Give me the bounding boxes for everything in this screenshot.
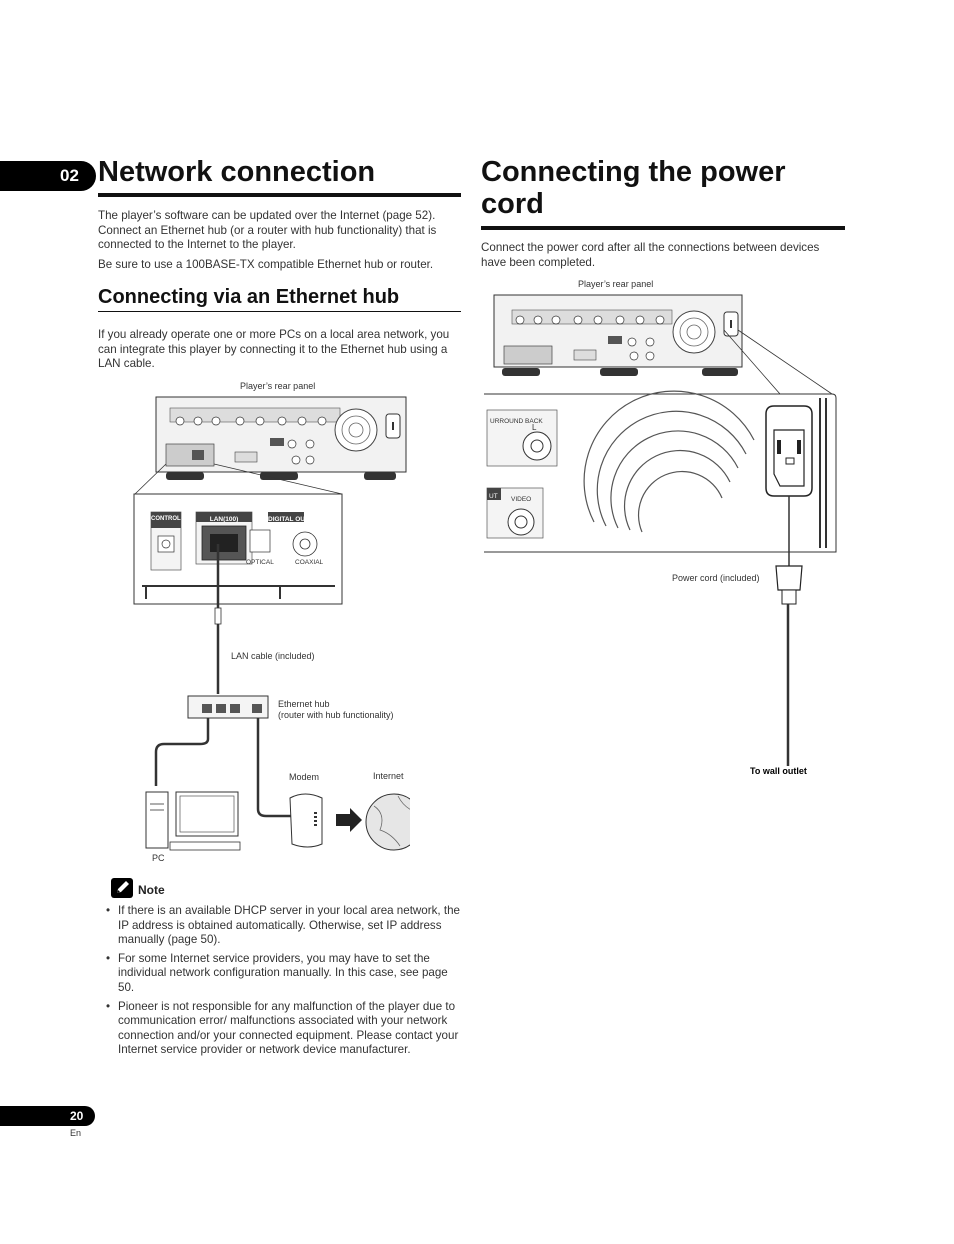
ethernet-hub-illustration — [187, 695, 269, 719]
section-rule — [98, 311, 461, 312]
note-icon — [111, 878, 133, 898]
control-in-label: CONTROL IN — [151, 516, 189, 522]
ethernet-hub-label: Ethernet hub — [278, 699, 330, 709]
power-inlet-zoom-panel — [484, 390, 837, 553]
modem-illustration — [289, 793, 323, 848]
power-cord-label: Power cord (included) — [672, 573, 760, 583]
intro-paragraph-1: The player’s software can be updated ove… — [98, 209, 437, 252]
coaxial-label: COAXIAL — [295, 559, 324, 566]
note-item: For some Internet service providers, you… — [98, 952, 462, 996]
power-intro: Connect the power cord after all the con… — [481, 241, 820, 269]
section-heading-ethernet: Connecting via an Ethernet hub — [98, 286, 400, 308]
surround-back-label: URROUND BACK — [490, 418, 543, 425]
lan-port-zoom-panel — [133, 493, 343, 605]
video-label: VIDEO — [511, 496, 532, 503]
optical-label: OPTICAL — [246, 559, 274, 566]
page-title-power-line2: cord — [481, 188, 544, 220]
pc-label: PC — [152, 853, 165, 863]
page-title-network: Network connection — [98, 156, 376, 188]
surround-l-label: L — [532, 423, 537, 432]
lan-cable — [214, 544, 222, 694]
player-rear-panel-illustration — [493, 294, 743, 376]
lan-port-label: LAN(100) — [209, 516, 239, 523]
ethernet-intro: If you already operate one or more PCs o… — [98, 328, 450, 371]
digital-out-label: DIGITAL OUT — [268, 516, 309, 523]
page-number: 20 — [0, 1106, 95, 1126]
internet-globe-illustration — [365, 793, 410, 851]
ethernet-hub-sublabel: (router with hub functionality) — [278, 710, 394, 720]
title-rule — [98, 193, 461, 197]
language-code: En — [70, 1128, 82, 1138]
page-title-power-line1: Connecting the power — [481, 156, 786, 188]
power-cord-line — [786, 604, 790, 766]
out-label: UT — [489, 493, 498, 500]
chapter-tab: 02 — [0, 161, 96, 191]
lan-cable-label: LAN cable (included) — [231, 651, 315, 661]
wall-outlet-label: To wall outlet — [750, 766, 807, 776]
rear-panel-label-right: Player’s rear panel — [578, 279, 654, 289]
intro-paragraph-2: Be sure to use a 100BASE-TX compatible E… — [98, 258, 434, 271]
title-rule — [481, 226, 845, 230]
rear-panel-label: Player’s rear panel — [240, 381, 316, 391]
ethernet-connection-diagram — [133, 396, 410, 851]
pc-illustration — [145, 791, 241, 851]
note-item: If there is an available DHCP server in … — [98, 904, 462, 948]
note-heading: Note — [138, 883, 165, 897]
internet-label: Internet — [373, 771, 404, 781]
modem-label: Modem — [289, 772, 320, 782]
power-plug-illustration — [775, 565, 803, 605]
power-connection-diagram — [484, 294, 837, 605]
note-item: Pioneer is not responsible for any malfu… — [98, 1000, 462, 1058]
player-rear-panel-illustration — [155, 396, 407, 480]
note-list: If there is an available DHCP server in … — [98, 904, 462, 1062]
